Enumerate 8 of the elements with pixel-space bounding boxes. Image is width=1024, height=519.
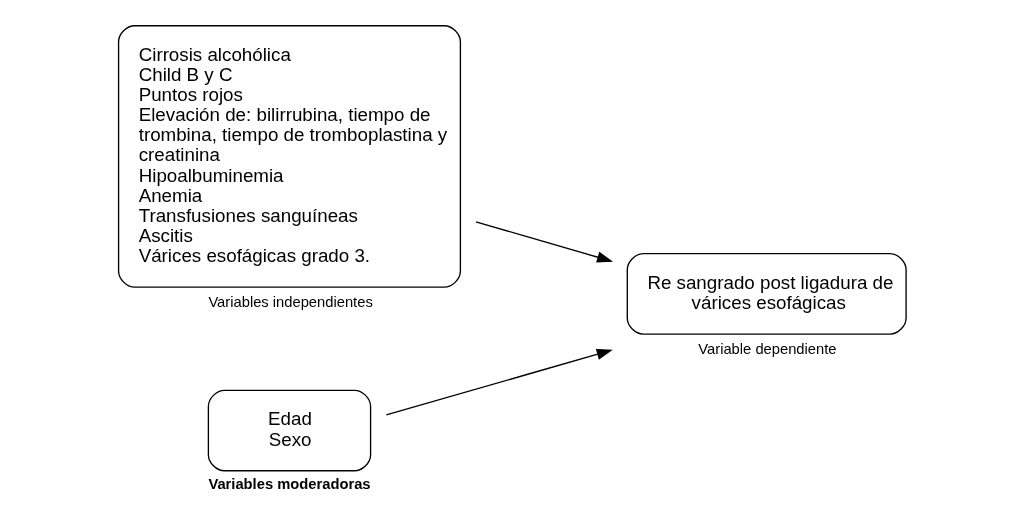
node-label: Variables independientes <box>208 293 373 310</box>
arrow <box>475 220 614 263</box>
node-box: Edad Sexo <box>207 389 372 471</box>
node-label: Variables moderadoras <box>208 475 371 492</box>
node-label: Variable dependiente <box>698 340 837 357</box>
arrow <box>385 348 613 416</box>
node-box: Re sangrado post ligadura de várices esofágicas <box>626 252 907 335</box>
node-box: Cirrosis alcohólica Child B y C Puntos rojos Elevación de: bilirrubina, tiempo de trombina, tiempo de tromboplastina y creatinina Hipoalbuminemia Anemia Transfusiones sanguíneas Ascitis Várices esofágicas grado 3. <box>117 24 462 288</box>
